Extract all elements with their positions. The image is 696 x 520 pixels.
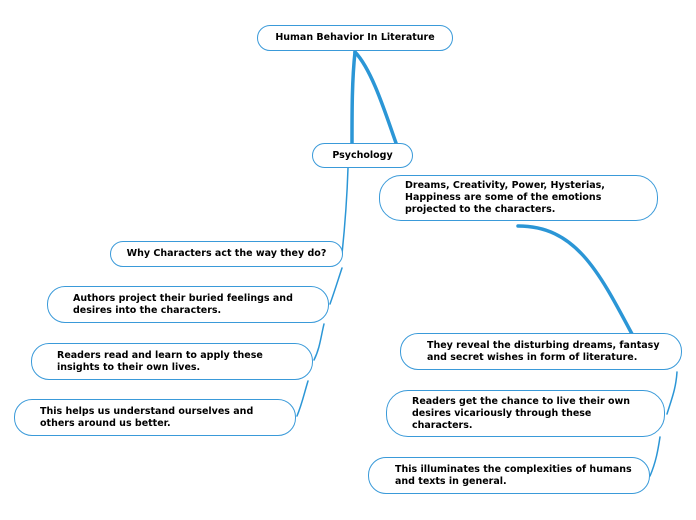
connector-readers-get-illuminates — [649, 436, 661, 477]
connector-readers-helps — [296, 380, 309, 417]
left-node-helps[interactable]: This helps us understand ourselves and o… — [14, 399, 296, 436]
root-node[interactable]: Human Behavior In Literature — [257, 25, 453, 51]
connector-why-authors — [329, 267, 343, 305]
right-node-reveal[interactable]: They reveal the disturbing dreams, fanta… — [400, 333, 682, 370]
psychology-node[interactable]: Psychology — [312, 143, 413, 168]
emotions-node[interactable]: Dreams, Creativity, Power, Hysterias, Ha… — [379, 175, 658, 221]
right-node-illuminates-label: This illuminates the complexities of hum… — [395, 463, 632, 487]
right-node-readers-get[interactable]: Readers get the chance to live their own… — [386, 390, 665, 437]
connector-authors-readers — [313, 323, 325, 361]
right-node-reveal-label: They reveal the disturbing dreams, fanta… — [427, 339, 660, 363]
connector-psychology-why — [341, 167, 349, 255]
connector-root-dreams — [353, 50, 398, 145]
emotions-node-label: Dreams, Creativity, Power, Hysterias, Ha… — [405, 180, 605, 215]
left-node-why-label: Why Characters act the way they do? — [126, 248, 327, 259]
connector-dreams-reveal — [516, 224, 634, 336]
left-node-why[interactable]: Why Characters act the way they do? — [110, 241, 343, 267]
left-node-authors-label: Authors project their buried feelings an… — [73, 292, 293, 316]
right-node-readers-get-label: Readers get the chance to live their own… — [412, 395, 631, 431]
left-node-helps-label: This helps us understand ourselves and o… — [40, 405, 254, 429]
connector-reveal-readers-get — [666, 371, 678, 415]
left-node-authors[interactable]: Authors project their buried feelings an… — [47, 286, 329, 323]
root-node-label: Human Behavior In Literature — [275, 32, 435, 43]
right-node-illuminates[interactable]: This illuminates the complexities of hum… — [368, 457, 650, 494]
left-node-readers-label: Readers read and learn to apply these in… — [57, 349, 263, 373]
connector-root-psychology — [350, 50, 357, 145]
left-node-readers[interactable]: Readers read and learn to apply these in… — [31, 343, 313, 380]
psychology-node-label: Psychology — [332, 149, 393, 161]
